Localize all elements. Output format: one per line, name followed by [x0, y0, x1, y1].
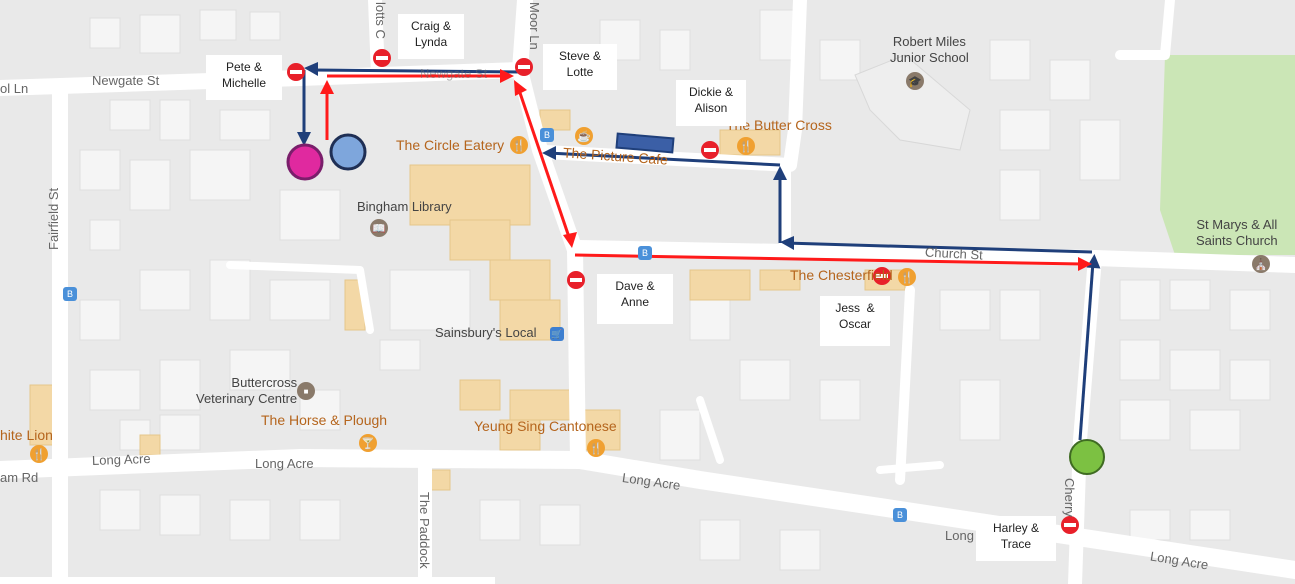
place-st-marys[interactable]: St Marys & All Saints Church	[1196, 217, 1278, 248]
callout-harley-trace: Harley & Trace	[976, 516, 1056, 561]
place-yeung-sing[interactable]: Yeung Sing Cantonese	[474, 418, 617, 434]
restaurant-icon[interactable]: 🍴	[898, 268, 916, 286]
pink-marker	[286, 143, 324, 181]
route-red	[325, 74, 1083, 266]
callout-pete-michelle: Pete & Michelle	[206, 55, 282, 100]
street-label-church-st: Church St	[924, 244, 984, 263]
restaurant-icon[interactable]: 🍴	[737, 137, 755, 155]
street-label-long-partial: Long	[945, 528, 974, 543]
vet-icon[interactable]: ■	[297, 382, 315, 400]
street-label-lotts: lotts C	[373, 2, 388, 39]
street-label-newgate-left: ol Ln	[0, 81, 29, 96]
place-bingham-library[interactable]: Bingham Library	[357, 199, 452, 214]
restaurant-icon[interactable]: 🍴	[587, 439, 605, 457]
place-chesterfield[interactable]: The Chesterfield	[790, 267, 893, 283]
callout-steve-lotte: Steve & Lotte	[543, 44, 617, 90]
light-blue-marker	[329, 133, 367, 171]
park-area	[1160, 55, 1295, 255]
callout-dickie-alison: Dickie & Alison	[676, 80, 746, 126]
place-sainsburys[interactable]: Sainsbury's Local	[435, 325, 537, 340]
no-entry-signs	[287, 49, 1079, 534]
street-label-fairfield: Fairfield St	[46, 187, 61, 250]
place-butter-cross[interactable]: The Butter Cross	[726, 117, 832, 133]
school-building	[854, 54, 971, 151]
restaurant-icon[interactable]: 🍴	[510, 136, 528, 154]
street-label-long-acre-2: Long Acre	[255, 456, 314, 471]
callout-craig-lynda: Craig & Lynda	[398, 14, 464, 59]
bus-stop-icon[interactable]: B	[638, 246, 652, 260]
place-robert-miles[interactable]: Robert Miles Junior School	[890, 34, 969, 65]
street-label-paddock: The Paddock	[417, 492, 432, 569]
restaurant-icon[interactable]: 🍴	[30, 445, 48, 463]
place-circle-eatery[interactable]: The Circle Eatery	[396, 137, 505, 153]
street-label-am-rd: am Rd	[0, 470, 39, 485]
cafe-icon[interactable]: ☕	[575, 127, 593, 145]
school-icon[interactable]: 🎓	[906, 72, 924, 90]
street-label-moor-ln: Moor Ln	[527, 2, 542, 50]
green-marker	[1069, 439, 1105, 475]
callout-jess-oscar: Jess & Oscar	[820, 296, 890, 346]
library-icon[interactable]: 📖	[370, 219, 388, 237]
street-label-newgate-faded: Newgate St	[420, 66, 488, 81]
place-buttercross-vet[interactable]: Buttercross Veterinary Centre	[196, 375, 298, 406]
route-blue	[302, 68, 1095, 441]
callout-dave-anne: Dave & Anne	[597, 274, 673, 324]
street-label-long-acre-1: Long Acre	[91, 450, 151, 469]
cocktail-icon[interactable]: 🍸	[359, 434, 377, 452]
bus-stop-icon[interactable]: B	[893, 508, 907, 522]
street-label-cherry: Cherry	[1062, 478, 1077, 518]
bus-marker	[615, 132, 675, 154]
place-white-lion[interactable]: hite Lion	[0, 427, 53, 443]
place-horse-plough[interactable]: The Horse & Plough	[261, 412, 388, 428]
church-icon[interactable]: ⛪	[1252, 255, 1270, 273]
bus-stop-icon[interactable]: B	[63, 287, 77, 301]
bus-stop-icon[interactable]: B	[540, 128, 554, 142]
street-label-newgate: Newgate St	[92, 73, 160, 88]
cart-icon[interactable]: 🛒	[550, 327, 564, 341]
